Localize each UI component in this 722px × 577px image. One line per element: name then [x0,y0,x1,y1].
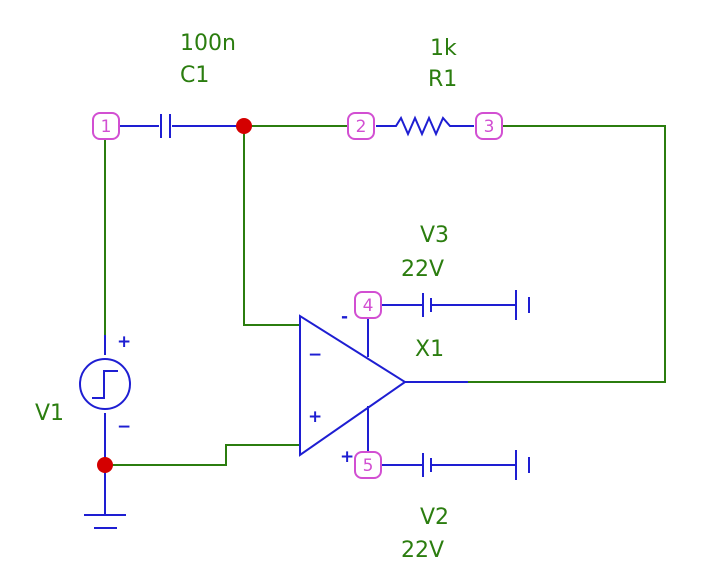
ground-icon[interactable] [84,514,126,529]
node-5-label: 5 [363,456,374,476]
v2-name-label: V2 [420,505,449,530]
wire-node3-to-output [468,125,666,383]
resistor-r1-icon[interactable] [376,115,474,137]
v3-name-label: V3 [420,223,449,248]
v1-name-label: V1 [35,401,64,426]
v1-minus-sign: − [117,417,131,437]
c1-name-label: C1 [180,63,209,88]
node-1-label: 1 [101,117,112,137]
wire-ground-to-opamp-plus [105,444,300,466]
c1-value-label: 100n [180,31,236,56]
node-marker-2[interactable]: 2 [347,112,375,140]
component-leads [104,125,516,515]
v3-value-label: 22V [401,257,444,282]
node-2-label: 2 [356,117,367,137]
wire-junction-to-opamp-minus [243,126,300,326]
battery-v2-icon[interactable] [422,450,530,480]
v2-plus-sign: + [340,447,354,467]
junction-dot-bottom [97,457,113,473]
node-marker-5[interactable]: 5 [354,451,382,479]
opamp-x1-icon[interactable] [299,314,407,457]
capacitor-c1-icon[interactable] [160,114,171,138]
r1-name-label: R1 [428,67,457,92]
node-marker-1[interactable]: 1 [92,112,120,140]
opamp-minus-sign: − [308,345,322,365]
v2-value-label: 22V [401,538,444,563]
battery-v3-icon[interactable] [422,290,530,320]
v3-minus-sign: - [341,307,348,327]
pulse-source-v1-icon[interactable] [79,358,131,410]
junction-dot-top [236,118,252,134]
node-marker-3[interactable]: 3 [475,112,503,140]
r1-value-label: 1k [430,36,457,61]
node-4-label: 4 [363,296,374,316]
x1-name-label: X1 [415,337,444,362]
v1-plus-sign: + [117,332,131,352]
wires [104,125,666,466]
node-3-label: 3 [484,117,495,137]
opamp-plus-sign: + [308,407,322,427]
node-marker-4[interactable]: 4 [354,291,382,319]
